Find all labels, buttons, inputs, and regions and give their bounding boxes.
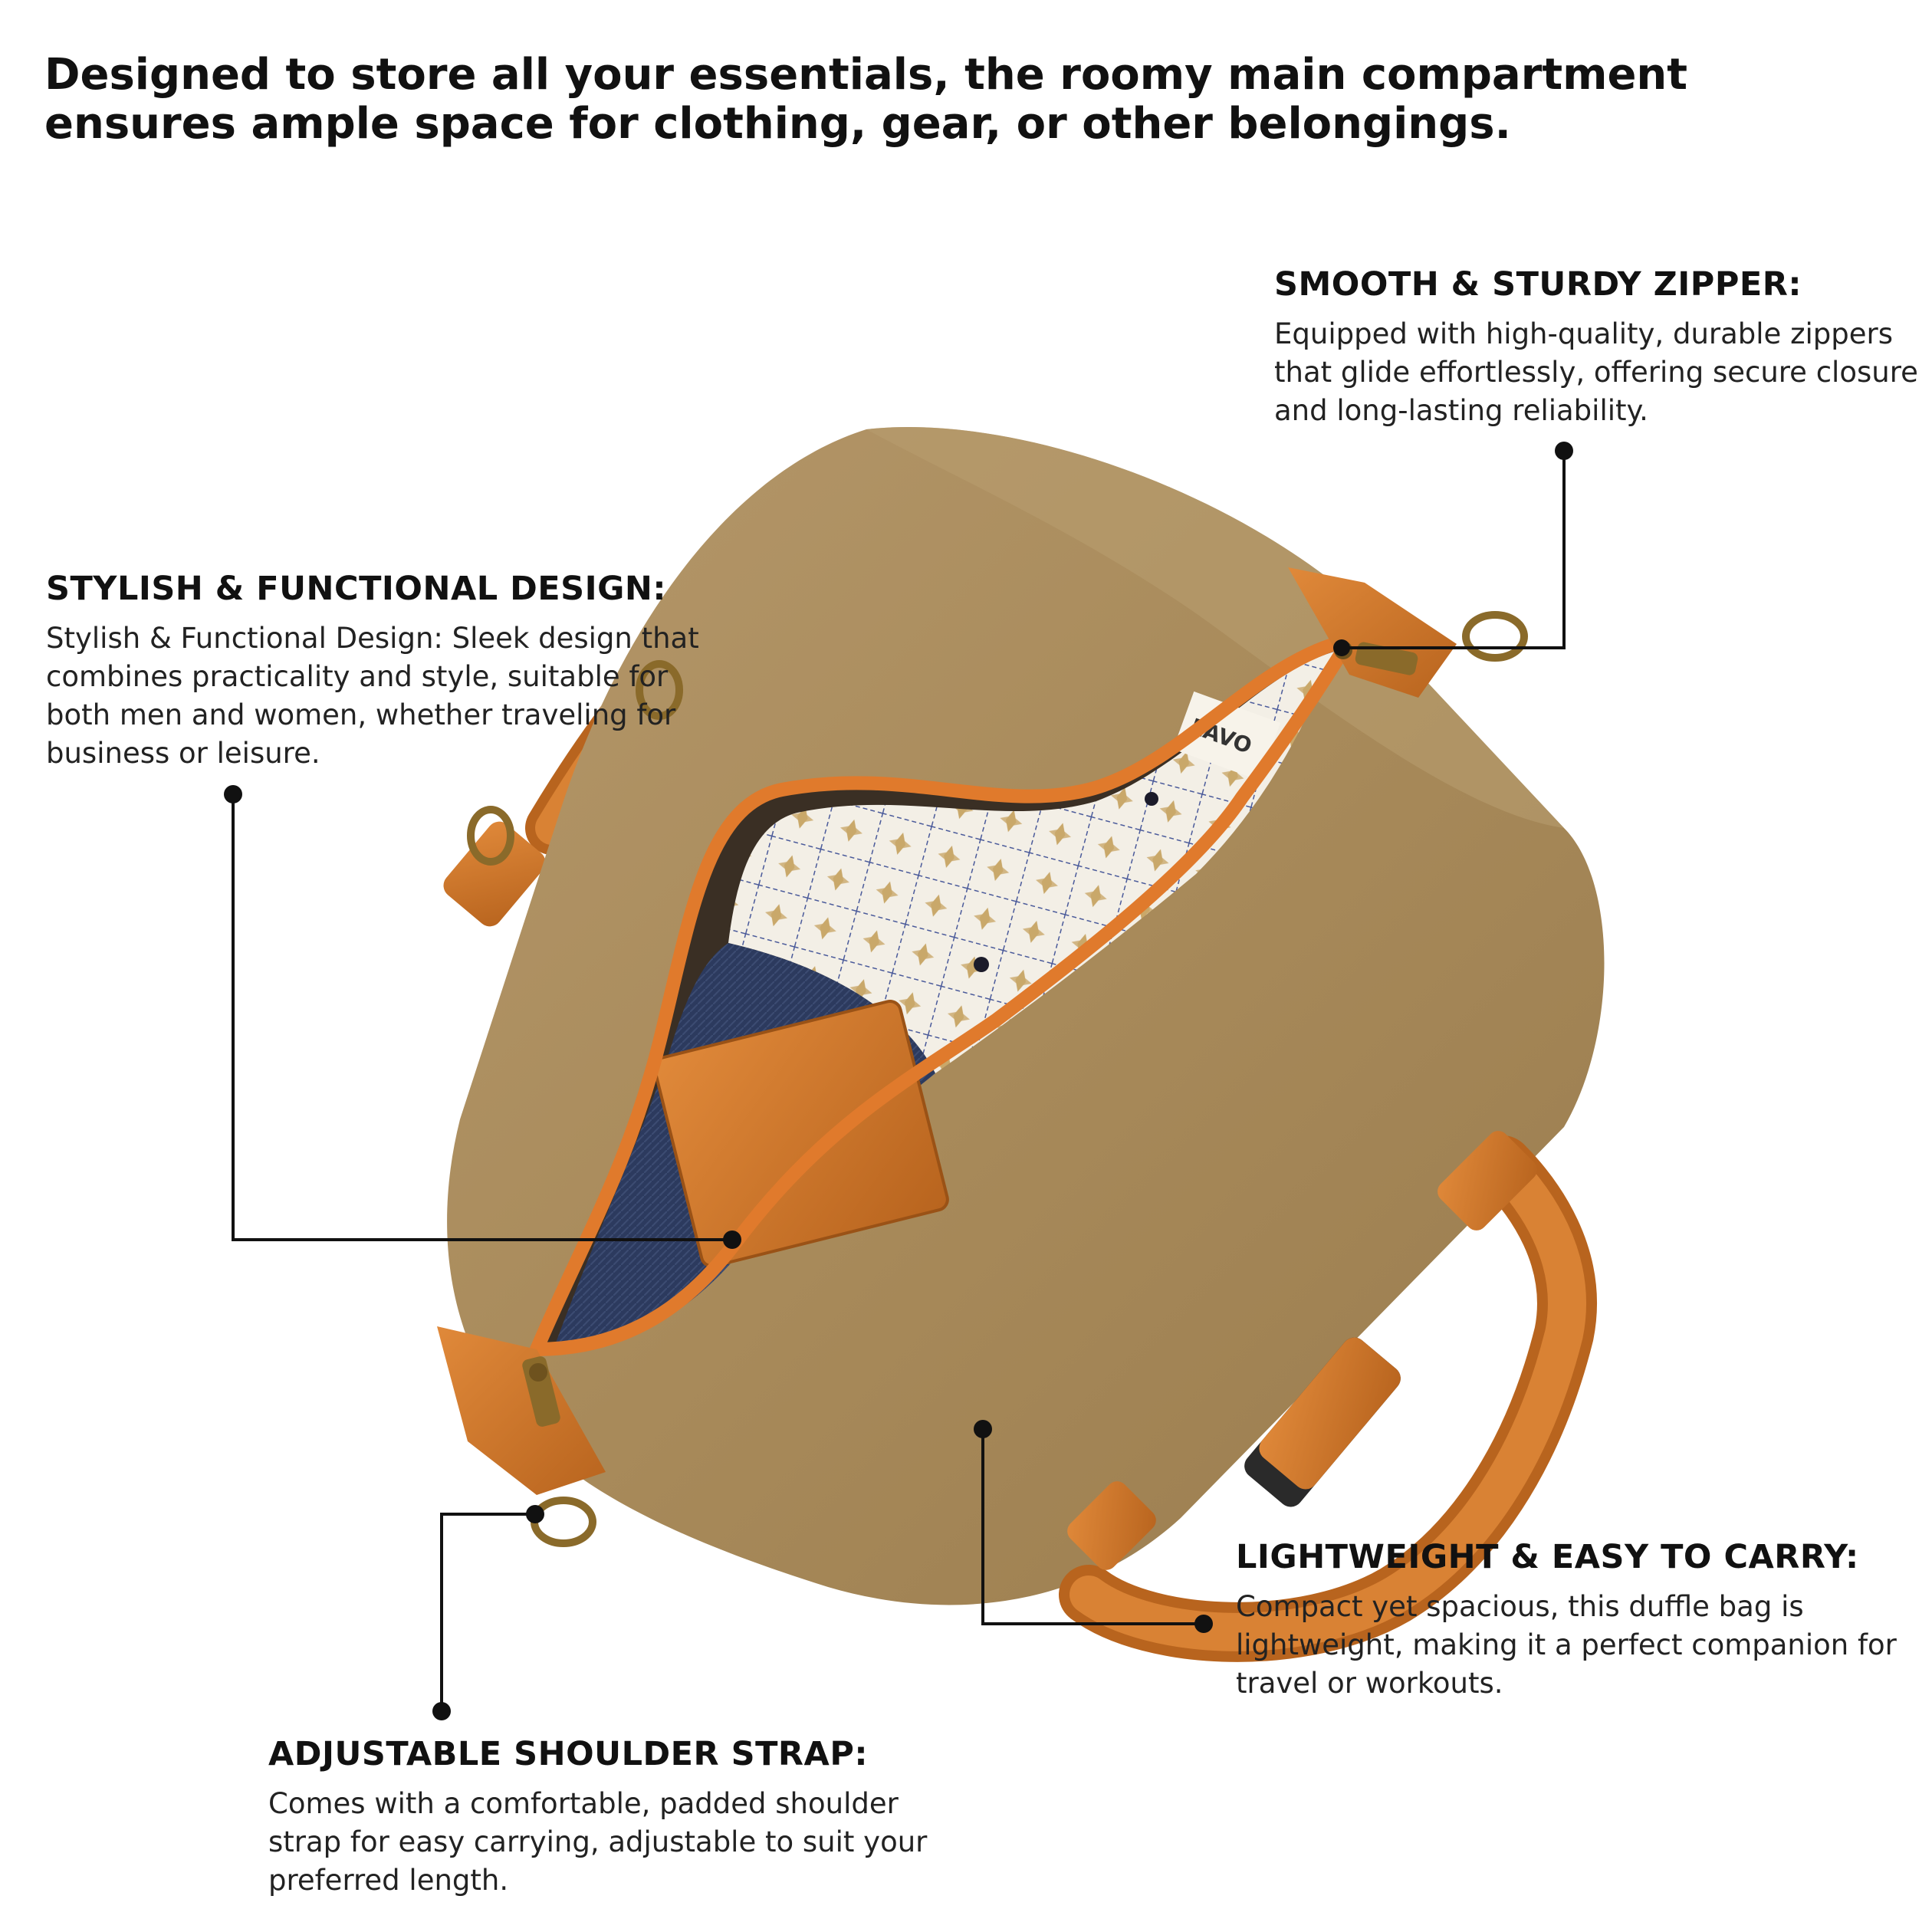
feature-zipper: SMOOTH & STURDY ZIPPER: Equipped with hi…	[1274, 264, 1918, 430]
bag-body	[447, 426, 1605, 1605]
feature-lightweight-title: LIGHTWEIGHT & EASY TO CARRY:	[1236, 1538, 1859, 1576]
feature-design-title: STYLISH & FUNCTIONAL DESIGN:	[46, 570, 667, 608]
feature-design: STYLISH & FUNCTIONAL DESIGN: Stylish & F…	[46, 569, 705, 773]
callout-lightweight	[974, 1420, 1213, 1633]
leather-corner-bottom	[437, 1326, 606, 1495]
feature-lightweight-text: Compact yet spacious, this duffle bag is…	[1236, 1590, 1897, 1700]
headline: Designed to store all your essentials, t…	[44, 50, 1688, 149]
feature-strap-text: Comes with a comfortable, padded shoulde…	[268, 1787, 928, 1897]
feature-lightweight: LIGHTWEIGHT & EASY TO CARRY: Compact yet…	[1236, 1537, 1911, 1703]
zipper-pull-bottom	[522, 1356, 560, 1427]
wallet	[652, 1000, 949, 1268]
callout-design	[224, 785, 741, 1249]
feature-design-text: Stylish & Functional Design: Sleek desig…	[46, 622, 699, 770]
zipper-tape	[530, 633, 1356, 1356]
feature-zipper-title: SMOOTH & STURDY ZIPPER:	[1274, 265, 1802, 304]
feature-strap-title: ADJUSTABLE SHOULDER STRAP:	[268, 1735, 869, 1773]
feature-strap: ADJUSTABLE SHOULDER STRAP: Comes with a …	[268, 1734, 958, 1900]
callout-zipper	[1333, 442, 1573, 656]
callout-strap	[432, 1505, 544, 1720]
feature-zipper-text: Equipped with high-quality, durable zipp…	[1274, 317, 1918, 427]
shirt	[728, 652, 1334, 1073]
bottom-handle	[1059, 1131, 1597, 1662]
